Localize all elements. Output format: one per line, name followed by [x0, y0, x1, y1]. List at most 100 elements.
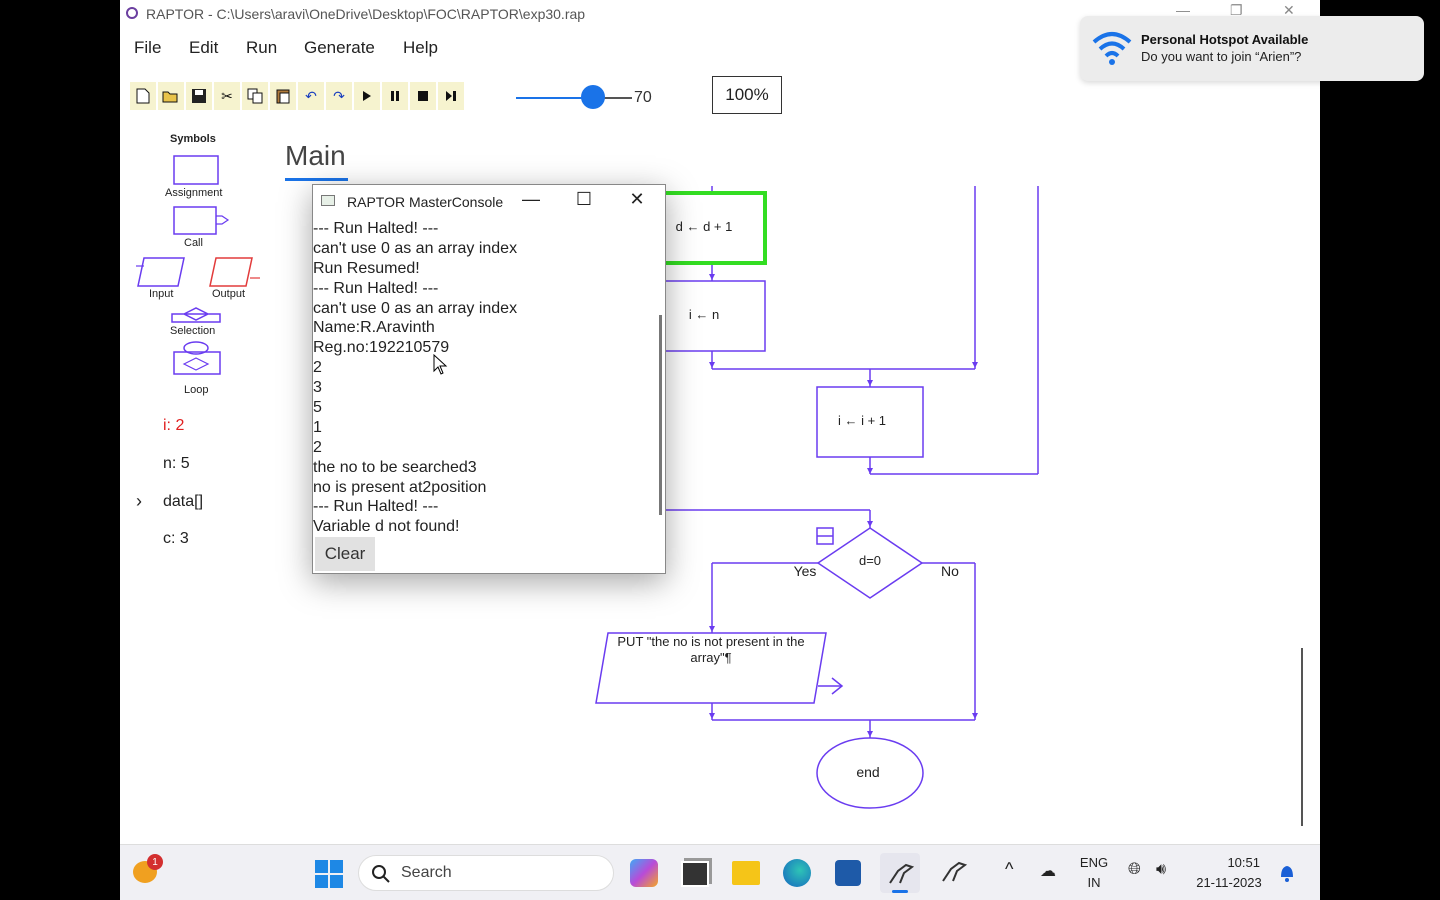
window-title: RAPTOR - C:\Users\aravi\OneDrive\Desktop… — [146, 6, 586, 22]
expand-chevron-icon[interactable]: › — [136, 491, 142, 511]
output-symbol[interactable] — [209, 257, 253, 287]
loop-symbol[interactable] — [173, 341, 221, 375]
output-shape[interactable] — [595, 632, 827, 704]
input-symbol[interactable] — [137, 257, 185, 287]
clear-button[interactable]: Clear — [315, 537, 375, 571]
mouse-cursor-icon — [433, 354, 448, 375]
notification-body: Do you want to join “Arien”? — [1141, 49, 1302, 64]
step-icon[interactable] — [438, 82, 464, 110]
console-minimize-button[interactable]: — — [522, 189, 540, 209]
speed-slider-rest — [596, 97, 632, 99]
taskbar-search[interactable]: Search — [358, 855, 614, 891]
console-line: 3 — [313, 379, 322, 397]
speed-slider-track[interactable] — [516, 97, 632, 99]
menu-generate[interactable]: Generate — [304, 38, 375, 57]
minimize-button[interactable]: — — [1176, 2, 1190, 18]
raptor-console-taskbar-icon[interactable] — [935, 853, 971, 889]
cut-icon[interactable]: ✂ — [214, 82, 240, 110]
copy-icon[interactable] — [242, 82, 268, 110]
assign-i-inc-text: i ← i + 1 — [837, 413, 887, 428]
stop-icon[interactable] — [410, 82, 436, 110]
console-line: no is present at2position — [313, 478, 487, 496]
symbols-title: Symbols — [170, 133, 216, 145]
console-scrollbar[interactable] — [659, 315, 662, 515]
console-line: 2 — [313, 438, 322, 456]
save-icon[interactable] — [186, 82, 212, 110]
selection-symbol[interactable] — [171, 307, 221, 323]
output-text: PUT "the no is not present in the array"… — [617, 634, 805, 665]
open-folder-icon[interactable] — [158, 82, 184, 110]
assignment-symbol[interactable] — [173, 155, 219, 185]
windows-start-icon[interactable] — [314, 859, 344, 889]
variable-data[interactable]: data[] — [163, 493, 204, 510]
restore-button[interactable]: ❐ — [1230, 2, 1243, 18]
flowchart-canvas — [595, 186, 1039, 809]
close-button[interactable]: ✕ — [1283, 2, 1295, 18]
console-close-button[interactable]: ✕ — [629, 189, 645, 209]
assignment-label: Assignment — [165, 187, 223, 199]
input-label: Input — [149, 288, 174, 300]
console-title-bar[interactable]: RAPTOR MasterConsole — ☐ ✕ — [313, 185, 665, 217]
language-in[interactable]: IN — [1087, 875, 1101, 890]
assign-i-n-text: i ← n — [688, 307, 720, 322]
variable-i: i: 2 — [163, 417, 185, 434]
volume-icon[interactable]: 🔊︎ — [1156, 861, 1167, 878]
redo-icon[interactable]: ↷ — [326, 82, 352, 110]
paste-icon[interactable] — [270, 82, 296, 110]
no-label: No — [941, 563, 959, 579]
console-line: --- Run Halted! --- — [313, 220, 439, 237]
console-maximize-button[interactable]: ☐ — [575, 189, 593, 209]
console-line: Variable d not found! — [313, 518, 460, 536]
taskbar: 1 Search ^ ☁ ENG IN 🌐︎ 🔊︎ 10:51 21-11 — [120, 844, 1320, 900]
title-bar: RAPTOR - C:\Users\aravi\OneDrive\Desktop… — [120, 0, 1320, 28]
end-shape[interactable] — [816, 737, 924, 809]
selection-label: Selection — [170, 325, 216, 337]
clock-time[interactable]: 10:51 — [1227, 855, 1260, 870]
notification-badge: 1 — [147, 854, 163, 870]
clock-date[interactable]: 21-11-2023 — [1196, 875, 1262, 890]
end-text: end — [856, 764, 880, 780]
file-explorer-icon[interactable] — [732, 861, 760, 885]
canvas-scrollbar[interactable] — [1301, 648, 1303, 826]
network-globe-icon[interactable]: 🌐︎ — [1128, 861, 1141, 878]
call-symbol[interactable] — [173, 206, 217, 235]
menu-edit[interactable]: Edit — [189, 38, 219, 57]
menu-file[interactable]: File — [134, 38, 162, 57]
console-line: Name:R.Aravinth — [313, 319, 435, 337]
chevron-up-icon[interactable]: ^ — [1005, 859, 1014, 879]
console-output[interactable]: --- Run Halted! ---can't use 0 as an arr… — [313, 219, 657, 537]
call-label: Call — [184, 237, 203, 249]
speed-slider-knob[interactable] — [581, 85, 605, 109]
task-view-icon[interactable] — [681, 861, 709, 887]
onedrive-offline-icon[interactable]: ☁ — [1040, 863, 1056, 880]
assign-i-inc-shape[interactable] — [816, 386, 924, 458]
console-title: RAPTOR MasterConsole — [347, 194, 504, 210]
new-file-icon[interactable] — [130, 82, 156, 110]
zoom-field[interactable]: 100% — [712, 76, 782, 114]
run-icon[interactable] — [354, 82, 380, 110]
console-app-icon — [321, 195, 335, 206]
edge-browser-icon[interactable] — [783, 859, 811, 887]
hotspot-notification[interactable]: Personal Hotspot Available Do you want t… — [1080, 16, 1424, 81]
raptor-taskbar-active[interactable] — [880, 853, 920, 893]
copilot-icon[interactable] — [630, 859, 658, 887]
assign-d-text: d ← d + 1 — [675, 219, 733, 234]
bell-icon[interactable] — [1278, 863, 1296, 883]
microsoft-store-icon[interactable] — [835, 860, 861, 886]
raptor-screen: RAPTOR - C:\Users\aravi\OneDrive\Desktop… — [120, 0, 1320, 900]
console-line: the no to be searched3 — [313, 458, 477, 476]
menu-run[interactable]: Run — [246, 38, 278, 57]
tab-main[interactable]: Main — [285, 140, 346, 171]
menu-help[interactable]: Help — [403, 38, 438, 57]
menu-bar: File Edit Run Generate Help — [120, 30, 1320, 64]
notification-title: Personal Hotspot Available — [1141, 32, 1309, 47]
language-eng[interactable]: ENG — [1079, 855, 1109, 870]
pause-icon[interactable] — [382, 82, 408, 110]
console-line: Reg.no:192210579 — [313, 339, 450, 357]
wifi-icon — [1092, 32, 1132, 65]
undo-icon[interactable]: ↶ — [298, 82, 324, 110]
tab-main-underline — [285, 178, 348, 181]
search-placeholder: Search — [401, 864, 452, 881]
yes-label: Yes — [793, 563, 817, 579]
search-icon — [372, 865, 390, 883]
